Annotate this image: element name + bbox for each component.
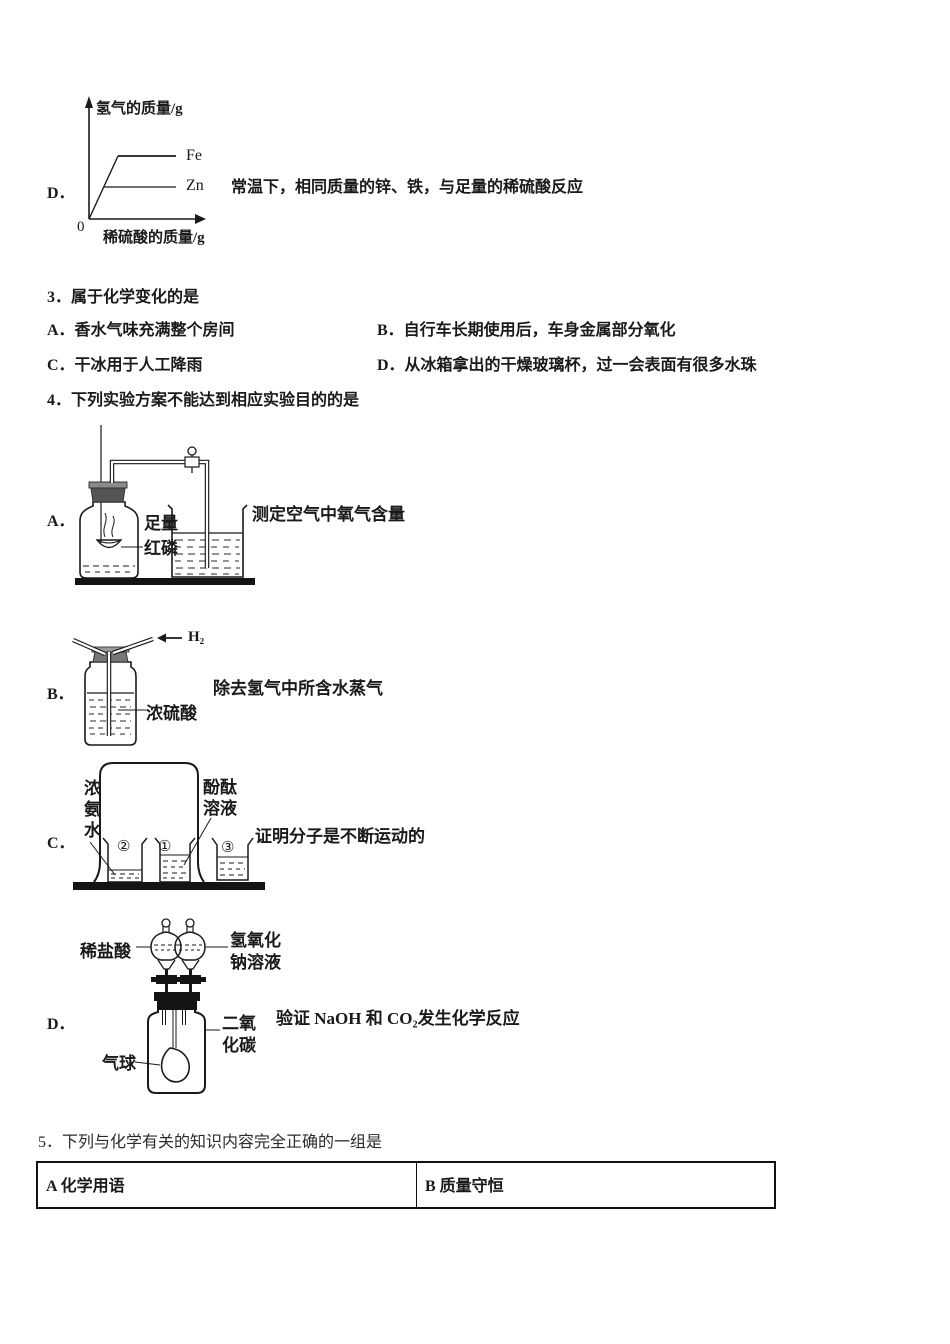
q3-option-a: A．香水气味充满整个房间 (47, 322, 235, 339)
phenolphthalein-annotation: 酚酞溶液 (203, 778, 237, 818)
ammonia-annotation: 浓氨水 (81, 779, 100, 842)
smoke-wisp (111, 515, 115, 538)
y-axis-arrow (85, 96, 93, 108)
naoh-co2-reaction-apparatus-diagram (134, 918, 228, 1094)
beaker-number-3: ③ (221, 840, 235, 856)
graph-y-axis-label: 氢气的质量/g (96, 101, 183, 117)
co2-flask (147, 1010, 206, 1094)
molecular-motion-experiment-diagram (73, 762, 265, 890)
red-phosphorus-annotation: 足量红磷 (144, 514, 178, 558)
oxygen-content-apparatus-diagram (75, 425, 255, 585)
table-cell-chemical-terms: A 化学用语 (38, 1163, 417, 1207)
balloon-annotation: 气球 (102, 1054, 136, 1073)
label-leader-line (89, 841, 116, 876)
q4-option-d-label: D． (47, 1016, 75, 1033)
bench-base (73, 882, 265, 890)
balloon (160, 1047, 190, 1083)
hydrochloric-acid-annotation: 稀盐酸 (80, 942, 131, 961)
beaker-number-1: ① (158, 839, 172, 855)
q4-option-b-label: B． (47, 686, 74, 703)
left-dropping-funnel (150, 918, 182, 992)
graph-x-axis-label: 稀硫酸的质量/g (103, 230, 205, 246)
q4-option-d-caption: 验证 NaOH 和 CO₂发生化学反应 (276, 1009, 520, 1028)
right-dropping-funnel (174, 918, 206, 992)
beaker-number-2: ② (117, 839, 131, 855)
question-5-title: 5．下列与化学有关的知识内容完全正确的一组是 (38, 1134, 383, 1151)
q3-option-c: C．干冰用于人工降雨 (47, 357, 203, 374)
graph-fe-series-label: Fe (186, 147, 202, 164)
water-beaker (167, 504, 248, 578)
q4-option-a-label: A． (47, 513, 75, 530)
table-cell-mass-conservation: B 质量守恒 (425, 1178, 504, 1195)
q3-option-b: B．自行车长期使用后，车身金属部分氧化 (377, 322, 676, 339)
washing-bottle (84, 661, 137, 746)
sulfuric-acid-annotation: 浓硫酸 (146, 704, 197, 723)
bell-jar (93, 762, 205, 883)
x-axis-arrow (195, 214, 206, 224)
carbon-dioxide-annotation: 二氧化碳 (222, 1014, 256, 1055)
bench-base (75, 578, 255, 585)
gas-bottle (79, 501, 139, 579)
smoke-wisp (103, 512, 107, 538)
rising-segment (88, 155, 119, 220)
graph-zn-series-label: Zn (186, 177, 204, 194)
gas-washing-bottle-diagram (72, 633, 182, 746)
q4-option-c-label: C． (47, 835, 75, 852)
label-leader-line (134, 1061, 161, 1066)
q4-option-c-caption: 证明分子是不断运动的 (255, 827, 425, 846)
beaker-outside (211, 837, 254, 881)
hydrogen-gas-label: H₂ (188, 629, 205, 645)
sodium-hydroxide-annotation: 氢氧化钠溶液 (230, 931, 281, 972)
beaker-water (175, 539, 240, 575)
q4-option-b-caption: 除去氢气中所含水蒸气 (213, 679, 383, 698)
hydrogen-mass-vs-acid-graph (85, 96, 206, 224)
graph-caption: 常温下，相同质量的锌、铁，与足量的稀硫酸反应 (231, 179, 584, 196)
q3-option-d: D．从冰箱拿出的干燥玻璃杯，过一会表面有很多水珠 (377, 357, 757, 374)
label-leader-line (183, 817, 212, 866)
question-3-title: 3．属于化学变化的是 (47, 289, 200, 306)
graph-option-d-label: D． (47, 185, 75, 202)
bottle-stopper (90, 487, 126, 503)
knowledge-table: A 化学用语 B 质量守恒 (36, 1161, 776, 1209)
question-4-title: 4．下列实验方案不能达到相应实验目的的是 (47, 392, 360, 409)
graph-origin-label: 0 (77, 219, 85, 235)
pinch-valve (187, 446, 197, 456)
rubber-stopper (154, 992, 200, 1001)
q4-option-a-caption: 测定空气中氧气含量 (252, 505, 405, 524)
